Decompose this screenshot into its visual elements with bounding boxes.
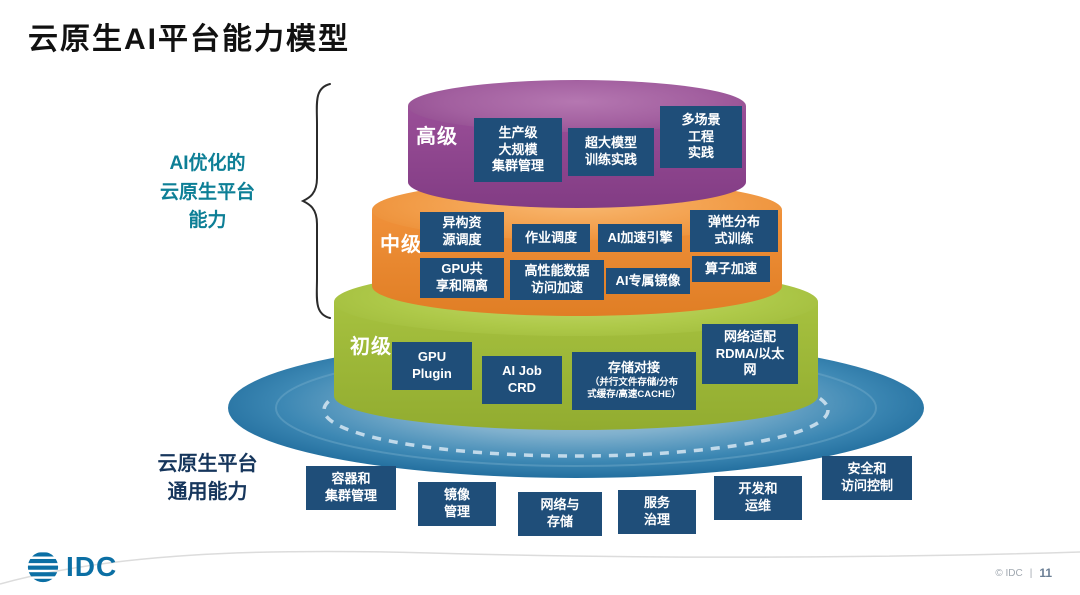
box-image-management: 镜像 管理 (418, 482, 496, 526)
box-storage-integration: 存储对接 （并行文件存储/分布 式缓存/高速CACHE） (572, 352, 696, 410)
footer-separator: | (1029, 567, 1033, 579)
box-gpu-sharing-isolation: GPU共 享和隔离 (420, 258, 504, 298)
label-common-capabilities: 云原生平台 通用能力 (157, 453, 258, 503)
tier-label-intermediate: 中级 (380, 234, 422, 256)
box-storage-title: 存储对接 (607, 360, 660, 376)
box-storage-subtitle: （并行文件存储/分布 式缓存/高速CACHE） (587, 377, 681, 401)
box-security-access-control: 安全和 访问控制 (822, 456, 912, 500)
box-large-model-training-practice: 超大模型 训练实践 (568, 128, 654, 176)
box-network-and-storage: 网络与 存储 (518, 492, 602, 536)
box-ai-acceleration-engine: AI加速引擎 (598, 224, 682, 252)
tier-label-basic: 初级 (350, 336, 392, 358)
box-ai-dedicated-image: AI专属镜像 (606, 268, 690, 294)
box-elastic-distributed-training: 弹性分布 式训练 (690, 210, 778, 252)
box-network-adaptation-rdma: 网络适配 RDMA/以太 网 (702, 324, 798, 384)
box-service-governance: 服务 治理 (618, 490, 696, 534)
box-container-cluster-management: 容器和 集群管理 (306, 466, 396, 510)
box-dev-and-ops: 开发和 运维 (714, 476, 802, 520)
idc-logo-text: IDC (66, 551, 118, 582)
box-operator-acceleration: 算子加速 (692, 256, 770, 282)
label-ai-optimized: AI优化的 云原生平台 能力 (159, 153, 255, 231)
box-high-performance-data-access: 高性能数据 访问加速 (510, 260, 604, 300)
page-title: 云原生AI平台能力模型 (28, 23, 350, 56)
box-heterogeneous-resource-scheduling: 异构资 源调度 (420, 212, 504, 252)
box-job-scheduling: 作业调度 (512, 224, 590, 252)
box-ai-job-crd: AI Job CRD (482, 356, 562, 404)
tier-label-advanced: 高级 (416, 126, 458, 148)
box-production-cluster-management: 生产级 大规模 集群管理 (474, 118, 562, 182)
curly-brace-icon (300, 83, 331, 319)
idc-globe-icon (27, 552, 59, 583)
box-multi-scenario-engineering: 多场景 工程 实践 (660, 106, 742, 168)
idc-logo: IDC (26, 550, 117, 584)
page-number: 11 (1039, 566, 1052, 580)
footer-meta: © IDC | 11 (995, 566, 1052, 580)
footer-copyright: © IDC (995, 567, 1023, 579)
footer-swoosh-line (0, 550, 1080, 585)
box-gpu-plugin: GPU Plugin (392, 342, 472, 390)
